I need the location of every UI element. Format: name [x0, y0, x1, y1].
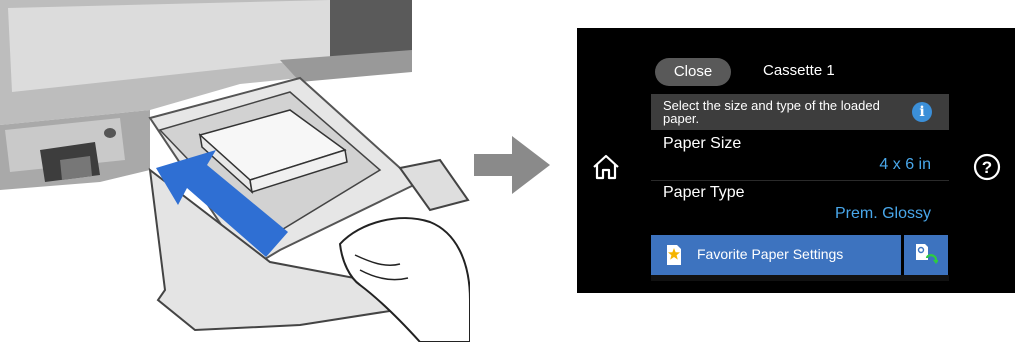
help-icon-symbol: ?	[982, 158, 992, 177]
favorite-star-document-icon	[667, 245, 681, 265]
hand-illustration	[340, 218, 470, 342]
printer-control-panel: Close Cassette 1 Select the size and typ…	[577, 28, 1015, 293]
paper-size-setting[interactable]: Paper Size 4 x 6 in	[651, 133, 949, 179]
panel-title: Cassette 1	[763, 62, 835, 79]
favorite-paper-settings-button[interactable]: Favorite Paper Settings	[651, 235, 901, 275]
paper-type-label: Paper Type	[663, 184, 745, 202]
paper-type-setting[interactable]: Paper Type Prem. Glossy	[651, 182, 949, 228]
next-step-arrow	[474, 136, 550, 194]
paper-type-value: Prem. Glossy	[835, 205, 931, 223]
instruction-text: Select the size and type of the loaded p…	[663, 99, 903, 125]
button-divider	[901, 235, 903, 275]
printer-paper-cassette-illustration	[0, 0, 470, 342]
favorite-paper-settings-label: Favorite Paper Settings	[697, 246, 843, 262]
instruction-banner: Select the size and type of the loaded p…	[651, 94, 949, 130]
paper-settings-undo-button[interactable]	[904, 235, 948, 275]
paper-size-value: 4 x 6 in	[879, 156, 931, 174]
document-settings-undo-icon	[916, 244, 938, 266]
panel-bottom-strip	[651, 275, 949, 281]
close-button[interactable]: Close	[655, 58, 731, 86]
row-divider	[651, 180, 949, 181]
paper-size-label: Paper Size	[663, 135, 741, 153]
help-icon[interactable]: ?	[973, 153, 1001, 181]
home-icon[interactable]	[591, 152, 621, 182]
info-icon[interactable]: i	[912, 102, 932, 122]
